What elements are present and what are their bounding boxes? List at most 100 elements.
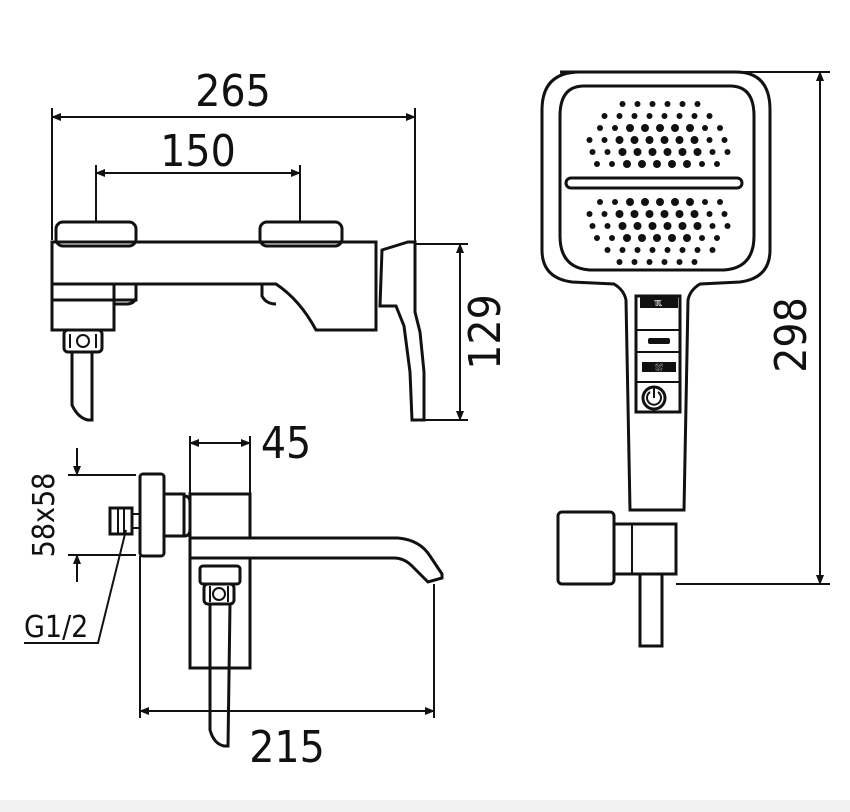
nozzle-dot [686,198,694,206]
nozzle-dot [668,234,676,242]
side-view [24,436,444,748]
nozzle-dot [679,247,686,253]
nozzle-dot [589,223,596,229]
nozzle-dot [619,101,626,107]
nozzle-dot [664,101,671,107]
nozzle-dot [616,113,623,119]
dim-label-150: 150 [160,126,236,177]
nozzle-dot [706,137,713,143]
nozzle-dot [604,247,611,253]
nozzle-dot [676,113,683,119]
dim-label-g1-2: G1/2 [24,610,88,645]
nozzle-dot [631,113,638,119]
nozzle-dot [615,136,624,144]
bottom-band [0,800,850,812]
nozzle-dot [626,124,634,132]
dim-label-45: 45 [261,418,311,469]
nozzle-dot [660,210,669,218]
nozzle-dot [678,148,687,156]
nozzle-dot [702,199,708,205]
nozzle-dot [630,210,639,218]
nozzle-dot [679,101,686,107]
nozzle-dot [601,137,608,143]
nozzle-dot [604,149,611,155]
nozzle-dot [653,234,661,242]
nozzle-dot [646,113,653,119]
nozzle-dot [724,223,731,229]
nozzle-dot [638,160,646,168]
nozzle-dot [724,149,731,155]
nozzle-dot [678,222,687,230]
nozzle-dot [660,136,669,144]
nozzle-dot [649,247,656,253]
nozzle-dot [675,136,684,144]
nozzle-dot [631,259,638,265]
nozzle-dot [612,125,618,131]
nozzle-dot [641,124,649,132]
nozzle-dot [633,148,642,156]
nozzle-dot [683,234,691,242]
nozzle-dot [586,137,593,143]
nozzle-dot [702,125,708,131]
nozzle-dot [676,259,683,265]
nozzle-dot [699,161,705,167]
nozzle-dot [616,259,623,265]
nozzle-dot [623,160,631,168]
nozzle-dot [589,149,596,155]
dim-label-58x58: 58x58 [27,473,62,558]
nozzle-dot [709,223,716,229]
nozzle-dot [694,101,701,107]
nozzle-dot [634,101,641,107]
nozzle-dot [597,125,603,131]
nozzle-dot [694,247,701,253]
nozzle-dot [671,124,679,132]
nozzle-dot [664,247,671,253]
nozzle-dot [626,198,634,206]
nozzle-dot [693,148,702,156]
nozzle-dot [721,211,728,217]
nozzle-dot [671,198,679,206]
nozzle-dot [690,136,699,144]
nozzle-dot [706,113,713,119]
nozzle-dot [630,136,639,144]
nozzle-dot [648,148,657,156]
nozzle-dot [690,210,699,218]
mode-label-top: ℼ [654,296,662,309]
dim-label-129: 129 [460,294,511,370]
nozzle-dot [699,235,705,241]
power-button-icon [641,385,667,411]
dim-label-215: 215 [249,722,325,773]
nozzle-dot [717,125,723,131]
nozzle-dot [653,160,661,168]
nozzle-dot [618,148,627,156]
nozzle-dot [601,113,608,119]
nozzle-dot [663,222,672,230]
hand-shower: ℼ ⛆ [540,70,830,648]
nozzle-dot [641,198,649,206]
nozzle-dot [663,148,672,156]
nozzle-dot [709,149,716,155]
nozzle-dot [645,210,654,218]
nozzle-dot [668,160,676,168]
mode-label-middle: ⛆ [655,363,663,374]
dim-label-265: 265 [195,66,271,117]
nozzle-dot [612,199,618,205]
nozzle-dot [693,222,702,230]
nozzle-dot [618,222,627,230]
nozzle-dot [594,161,600,167]
nozzle-dot [656,198,664,206]
nozzle-dot [661,113,668,119]
dim-label-298: 298 [766,297,817,373]
nozzle-dot [609,161,615,167]
nozzle-dot [609,235,615,241]
nozzle-dot [656,124,664,132]
nozzle-dot [714,235,720,241]
nozzle-dot [623,234,631,242]
nozzle-dot [683,160,691,168]
nozzle-dot [691,113,698,119]
nozzle-dot [601,211,608,217]
nozzle-dot [586,211,593,217]
nozzle-dot [633,222,642,230]
nozzle-dot [615,210,624,218]
